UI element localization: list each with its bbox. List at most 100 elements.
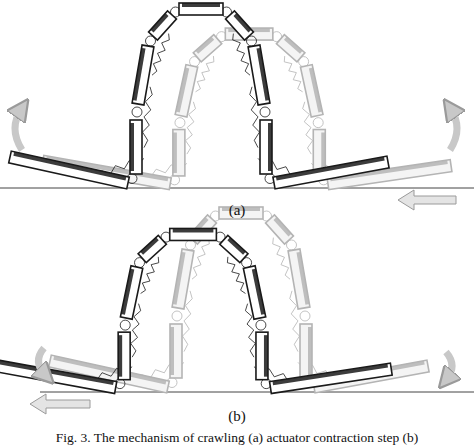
link-body	[276, 35, 304, 62]
robot-current	[9, 3, 389, 189]
link-shade	[0, 359, 114, 385]
link-shade	[196, 37, 215, 54]
figure-caption: Fig. 3. The mechanism of crawling (a) ac…	[56, 430, 419, 446]
link-body	[288, 249, 310, 309]
joint	[256, 320, 266, 330]
link-shade	[173, 133, 177, 173]
link-shade	[130, 123, 134, 171]
spring	[192, 238, 209, 280]
link	[273, 156, 389, 189]
panel-b-drawing	[0, 207, 474, 414]
link-shade	[173, 252, 186, 305]
link-body	[9, 151, 130, 189]
link-shade	[284, 37, 303, 54]
link-shade	[256, 48, 269, 101]
link-body	[175, 65, 198, 117]
link	[243, 266, 265, 319]
panel-a-drawing	[0, 3, 474, 210]
link-body	[138, 235, 166, 262]
link	[288, 249, 310, 309]
rotation-arrow	[446, 352, 452, 380]
link-shade	[118, 335, 122, 377]
robot-previous	[42, 28, 452, 190]
link	[248, 45, 270, 105]
link	[266, 215, 294, 244]
spring	[233, 34, 250, 76]
spring	[141, 257, 159, 294]
link-shade	[176, 68, 189, 113]
joint	[132, 107, 142, 117]
link-shade	[308, 327, 312, 375]
link-body	[300, 65, 323, 117]
spring	[152, 34, 169, 76]
link	[193, 35, 221, 62]
spring	[196, 56, 214, 92]
link-shade	[182, 3, 220, 7]
link-body	[130, 120, 142, 174]
link	[138, 235, 166, 262]
link	[175, 65, 198, 117]
link-body	[172, 249, 194, 309]
link	[170, 228, 217, 240]
link-body	[170, 324, 182, 378]
link-shade	[268, 123, 272, 171]
link	[149, 11, 177, 40]
link-shade	[170, 327, 174, 375]
link-body	[243, 266, 265, 319]
link	[226, 11, 254, 40]
link	[220, 235, 248, 262]
link-body	[226, 11, 254, 40]
link	[130, 120, 142, 174]
link-body	[0, 359, 117, 394]
link	[120, 266, 142, 319]
link	[172, 249, 194, 309]
robot-previous	[49, 207, 429, 393]
link-body	[273, 156, 389, 189]
ground-line	[0, 188, 474, 189]
link-body	[170, 228, 217, 240]
joint	[120, 320, 130, 330]
link	[256, 332, 268, 380]
link-shade	[13, 152, 126, 181]
link-shade	[133, 48, 146, 101]
link-body	[149, 11, 177, 40]
link-body	[118, 332, 130, 380]
link	[260, 120, 272, 174]
link-shade	[264, 335, 268, 377]
link	[179, 3, 223, 15]
rotation-arrow	[450, 108, 457, 150]
link-body	[270, 363, 393, 393]
link-shade	[121, 269, 134, 315]
joint	[300, 311, 310, 321]
motion-arrow	[30, 394, 90, 414]
link-shade	[272, 364, 388, 386]
link-body	[132, 45, 154, 105]
link-body	[248, 45, 270, 105]
rotation-arrow	[15, 108, 22, 150]
panel-label: (a)	[229, 202, 246, 219]
motion-arrow	[398, 190, 456, 210]
link	[9, 151, 130, 189]
link-body	[193, 35, 221, 62]
link-shade	[151, 13, 169, 32]
link-shade	[276, 157, 385, 181]
link-body	[173, 130, 185, 176]
link-body	[256, 332, 268, 380]
joint	[175, 118, 185, 128]
link-shade	[227, 237, 245, 254]
link-body	[120, 266, 142, 319]
joint	[260, 107, 270, 117]
spring	[227, 257, 245, 294]
link-body	[266, 215, 294, 244]
link-body	[220, 235, 248, 262]
link	[0, 359, 117, 394]
spring	[273, 238, 290, 280]
rotation-arrow	[38, 348, 46, 376]
link	[132, 45, 154, 105]
spring	[284, 56, 302, 92]
link-body	[179, 3, 223, 15]
link-shade	[233, 13, 251, 32]
link-body	[260, 120, 272, 174]
